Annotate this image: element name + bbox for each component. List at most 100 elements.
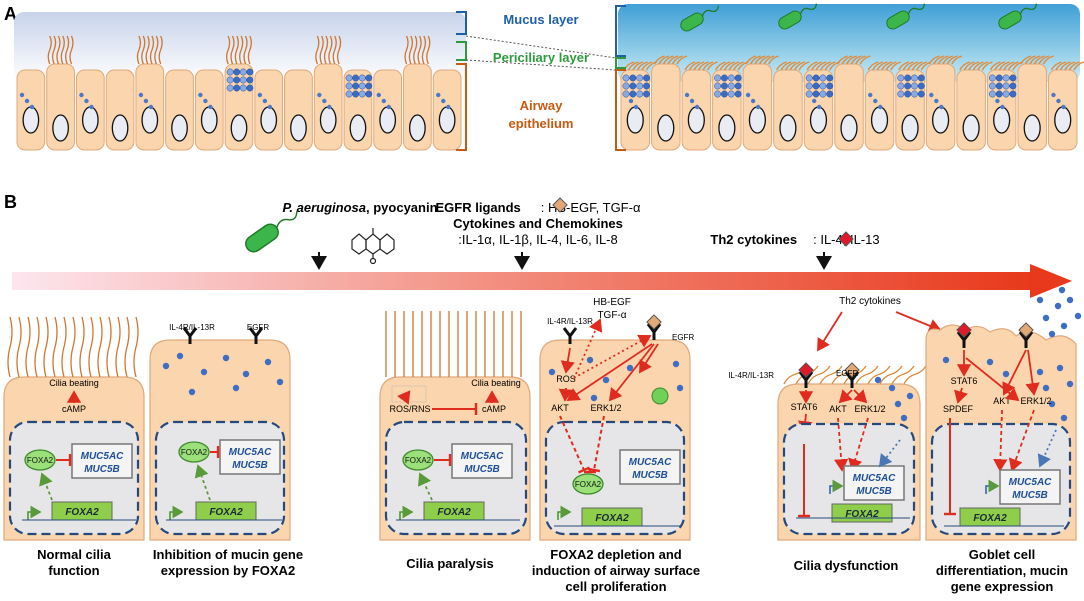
cilium [408,35,414,65]
cilium [733,61,744,71]
caption-c2-line-2: expression by FOXA2 [161,563,295,578]
mucin-granule [894,400,902,408]
cilium [806,61,818,71]
foxa2-protein [572,473,604,495]
ros-akt-arrow [558,387,574,402]
cilium [417,35,422,65]
progression-arrowhead [1030,264,1072,298]
cell-1-cilium [16,316,22,378]
nucleus [230,114,248,142]
nucleus [260,106,278,134]
cilium [141,35,146,65]
th2-cytokines-label: Th2 cytokines [839,296,901,307]
mucin-gene-box [843,465,905,501]
egfr-akt-arrow [838,389,853,404]
cell-5-cilium [819,365,843,385]
egfr-label: EGFR [247,323,269,332]
nucleus [687,106,705,134]
egfr-akt-arrow [1002,349,1027,396]
cilium [898,61,910,71]
cilium [315,35,320,65]
cilia-beating-label: Cilia beating [49,378,99,388]
epithelium-left [16,35,462,151]
erk-muc-arrow [1008,409,1035,472]
cilium [824,61,836,71]
goblet-granule [365,82,373,90]
nucleus [22,106,40,134]
mucin-granule [626,364,634,372]
cilium [876,61,888,71]
nucleus [718,114,736,142]
muc5ac-label: MUC5AC [853,473,897,484]
goblet-granule [911,82,918,90]
egfr-erk-arrow [608,343,655,402]
cilium [636,61,648,71]
mucin-granule [203,98,208,104]
goblet-granule [904,90,912,98]
cilium [243,35,248,65]
cilium [145,35,150,65]
cell-5-cilium [807,365,831,385]
foxa2-protein-label: FOXA2 [405,456,432,465]
goblet-granule [643,90,650,98]
mucin-granule [79,92,84,98]
pyocyanin-structure-icon [351,228,395,265]
egfr-label: EGFR [672,333,694,342]
goblet-granule [911,90,918,98]
goblet-granule [629,74,637,82]
cilium [815,61,827,71]
bacterium-icon [778,3,817,30]
cell-1-cilium [106,316,112,378]
cilium [754,55,766,65]
th2-to-cell5-arrow [817,311,843,352]
cilium [837,55,848,65]
cilium [867,61,879,71]
mucin-granule [602,376,610,384]
th2-diamond [838,231,854,247]
erk-inhibit-foxa2 [593,415,605,471]
stat6-cross-arrow [965,357,1020,402]
cilium [332,35,337,65]
mucin-granule [684,92,690,98]
mucin-granule [750,98,756,104]
cell-5-cilium [867,365,891,385]
goblet-granule [988,82,996,90]
stat6-label: STAT6 [791,402,818,412]
pcl-bracket-left [456,41,467,61]
mucus-layer-label: Mucus layer [503,12,578,27]
cilium [750,55,761,65]
cilium [1073,61,1084,71]
cell-1-cilium [52,316,58,378]
cilium [658,55,670,65]
mucin-granule [1074,312,1082,320]
goblet-granule [727,82,735,90]
nucleus [141,106,159,134]
goblet-granule [727,90,735,98]
egfr-akt-arrow [566,343,653,401]
stimulus-2-bold: EGFR ligands [436,200,521,215]
nucleus [809,106,828,134]
goblet-granule [826,90,834,98]
goblet-granule [1002,90,1010,98]
stat6-spdef-arrow [954,387,968,404]
goblet-granule [1002,82,1010,90]
foxa2-protein-label: FOXA2 [181,448,208,457]
mucin-granule [222,354,230,362]
cilium [933,55,945,65]
muc5ac-label: MUC5AC [229,447,273,458]
cilium [723,61,735,71]
goblet-granule [622,74,630,82]
goblet-granule [226,84,234,92]
cilium [1003,61,1015,71]
goblet-granule [239,68,247,76]
goblet-granule [233,76,241,84]
mucin-granule [148,104,154,110]
goblet-granule [734,74,742,82]
goblet-granule [904,74,912,82]
promoter-arrow [557,505,572,520]
cilium [1038,55,1050,65]
promoter-arrow [985,479,1000,494]
cilium [336,35,342,65]
cilium [994,61,1006,71]
mucin-granule [934,98,939,104]
